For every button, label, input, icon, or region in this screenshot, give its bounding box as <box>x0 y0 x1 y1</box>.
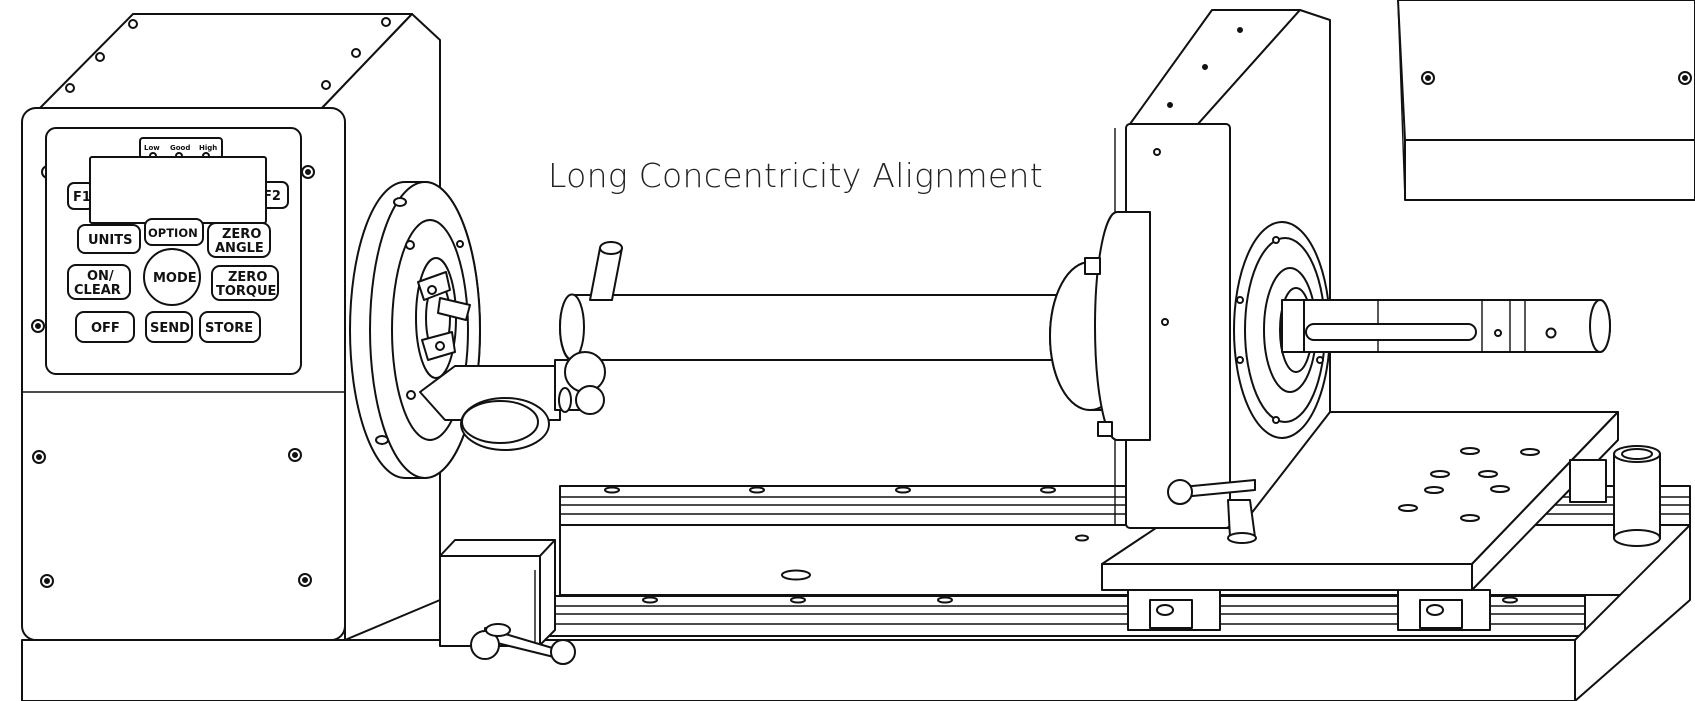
front-base <box>21 524 1691 701</box>
alignment-shaft <box>559 241 1083 361</box>
rail-stop-block <box>1569 445 1661 547</box>
units-key: UNITS <box>77 224 141 254</box>
indicator-low: Low <box>144 144 160 152</box>
indicator-good: Good <box>170 144 190 152</box>
zero-torque-key: ZERO TORQUE <box>211 265 279 301</box>
svg-text:SEND: SEND <box>150 321 190 336</box>
lever-handle-icon <box>1167 479 1257 544</box>
diagram-title: Long Concentricity Alignment <box>548 156 1043 195</box>
left-flange <box>349 181 481 479</box>
tailstock-rear-flange <box>1049 211 1151 441</box>
svg-text:STORE: STORE <box>205 321 253 336</box>
svg-text:UNITS: UNITS <box>88 233 133 248</box>
left-slide-block <box>439 539 576 665</box>
dial-indicator-icon <box>419 351 606 451</box>
svg-text:OPTION: OPTION <box>148 226 198 240</box>
option-key: OPTION <box>144 218 204 246</box>
mounting-screw-icon <box>31 165 315 588</box>
svg-text:ZERO: ZERO <box>222 227 261 242</box>
output-shaft <box>1281 299 1611 353</box>
lcd-display <box>89 156 267 224</box>
svg-text:MODE: MODE <box>153 271 197 286</box>
on-clear-key: ON/ CLEAR <box>67 264 131 300</box>
f1-key: F1 <box>67 182 95 210</box>
off-key: OFF <box>75 311 135 343</box>
indicator-high: High <box>199 144 217 152</box>
svg-text:OFF: OFF <box>91 321 120 336</box>
svg-text:F2: F2 <box>263 189 281 204</box>
zero-angle-key: ZERO ANGLE <box>207 222 271 258</box>
keypad-panel: Low Good High F1 F2 UNITS OPTION <box>45 127 302 375</box>
svg-text:TORQUE: TORQUE <box>216 284 276 299</box>
svg-text:ANGLE: ANGLE <box>215 241 264 256</box>
send-key: SEND <box>145 311 193 343</box>
three-jaw-chuck <box>415 257 471 379</box>
top-right-panel <box>1397 0 1695 201</box>
svg-text:ZERO: ZERO <box>228 270 267 285</box>
svg-text:ON/: ON/ <box>87 269 114 284</box>
svg-text:CLEAR: CLEAR <box>74 283 121 298</box>
carriage-bearings <box>1127 589 1491 631</box>
svg-text:F1: F1 <box>73 190 91 205</box>
mode-key: MODE <box>143 248 201 306</box>
store-key: STORE <box>199 311 261 343</box>
